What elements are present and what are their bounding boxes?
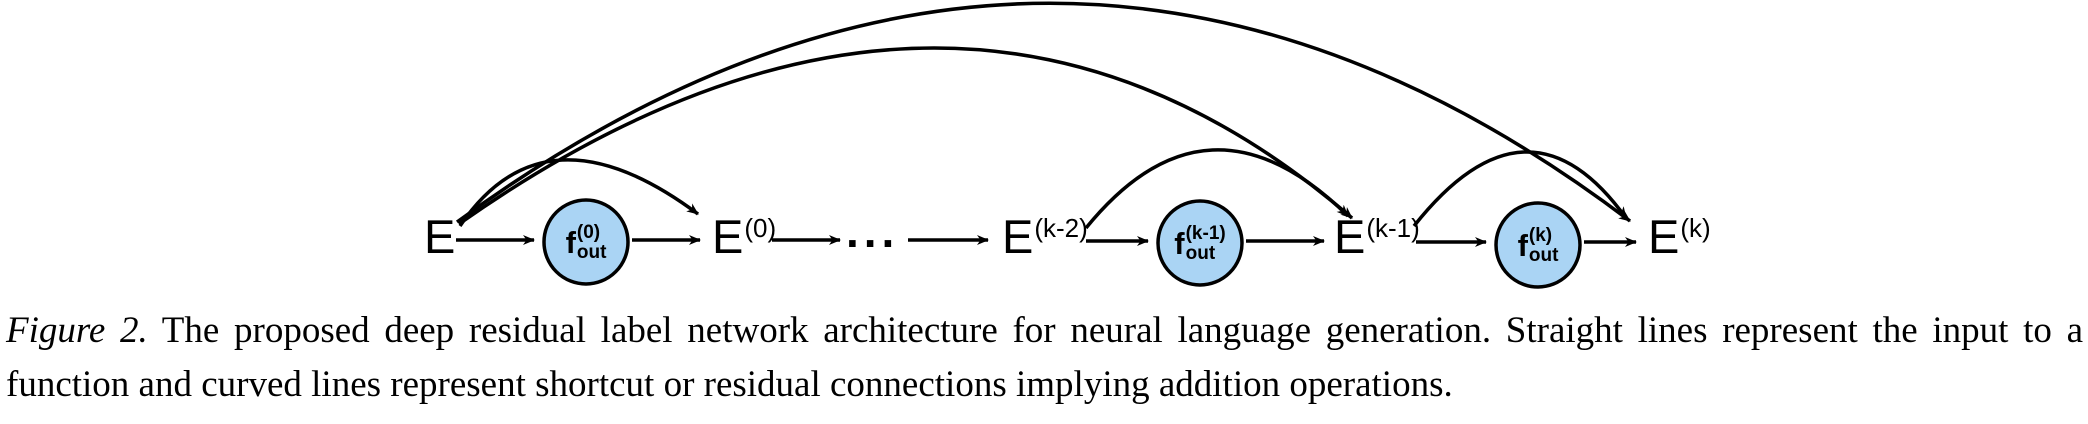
fk-1-scripts: (k-1) out [1186, 224, 1226, 264]
node-Ek-2-sup: (k-2) [1034, 213, 1088, 243]
f0-sup: (0) [576, 222, 601, 244]
fk-1-sub: out [1185, 243, 1216, 264]
fk-scripts: (k) out [1529, 226, 1559, 266]
shortcut-arc-E-to-E0 [458, 158, 700, 227]
figure-caption-text: The proposed deep residual label network… [6, 310, 2083, 405]
node-Ek-base: E [1648, 210, 1680, 263]
fk-sub: out [1528, 245, 1559, 266]
function-label-fk: f (k) out [1518, 226, 1559, 266]
residual-network-diagram [455, 1, 1637, 289]
node-label-Ek: E(k) [1648, 213, 1711, 260]
f0-sub: out [576, 242, 607, 263]
shortcut-arc-E-to-Ek-1 [457, 46, 1354, 226]
function-node-fk [1494, 201, 1582, 289]
node-label-Ek-1: E(k-1) [1334, 213, 1420, 260]
function-label-f0: f (0) out [566, 223, 607, 263]
f0-scripts: (0) out [577, 223, 607, 263]
figure-caption-label: Figure 2. [6, 310, 148, 351]
node-Ek-sup: (k) [1680, 213, 1711, 243]
ellipsis-dots: ... [846, 205, 900, 257]
node-E0-sup: (0) [744, 213, 777, 243]
f0-char: f [565, 225, 576, 261]
fk-1-char: f [1174, 226, 1185, 262]
node-label-Ek-2: E(k-2) [1002, 213, 1088, 260]
function-node-f0 [542, 198, 630, 286]
node-label-E0: E(0) [712, 213, 776, 260]
node-Ek-2-base: E [1002, 210, 1034, 263]
shortcut-arc-E-to-Ek [455, 1, 1632, 224]
figure-caption: Figure 2. The proposed deep residual lab… [6, 304, 2083, 412]
node-E-base: E [424, 210, 456, 263]
node-E0-base: E [712, 210, 744, 263]
fk-sup: (k) [1528, 225, 1553, 247]
fk-1-sup: (k-1) [1185, 223, 1226, 245]
node-label-E: E [424, 213, 456, 260]
shortcut-arc-Ek-2-to-Ek-1 [1084, 148, 1350, 230]
shortcut-arc-Ek-1-to-Ek [1412, 150, 1628, 228]
function-label-fk-1: f (k-1) out [1174, 224, 1225, 264]
fk-char: f [1517, 228, 1528, 264]
function-node-fk-1 [1156, 199, 1244, 287]
node-Ek-1-base: E [1334, 210, 1366, 263]
node-Ek-1-sup: (k-1) [1366, 213, 1420, 243]
